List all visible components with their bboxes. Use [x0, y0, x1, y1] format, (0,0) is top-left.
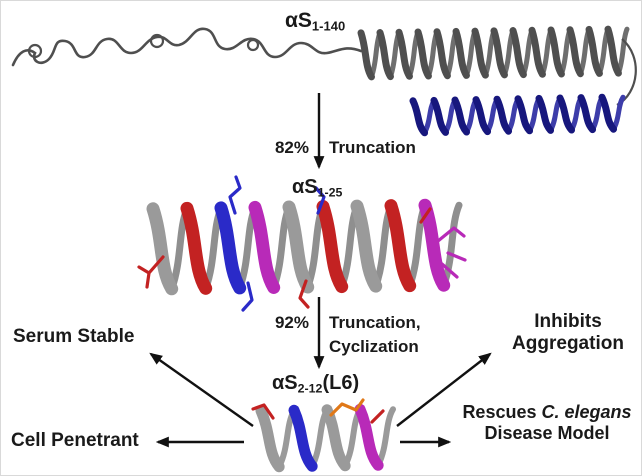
step2-percent: 92%: [274, 313, 309, 332]
outcome-inhibits-aggregation: Inhibits Aggregation: [495, 311, 641, 355]
rescues-line2: Disease Model: [484, 422, 610, 443]
step2-action-line1: Truncation,: [329, 313, 421, 332]
final-label-suffix: (L6): [322, 372, 360, 394]
full-length-label-prefix: αS: [285, 9, 312, 32]
cyclic-peptide-sidechains: [251, 398, 385, 424]
intermediate-label: αS1-25: [292, 176, 342, 200]
inhibits-line1: Inhibits: [534, 311, 602, 332]
step1-action: Truncation: [329, 138, 416, 157]
cyclic-peptide-structure: [255, 403, 396, 473]
inhibits-line2: Aggregation: [512, 332, 624, 354]
final-label: αS2-12(L6): [272, 372, 359, 396]
arrow-serum-stable: [149, 352, 254, 427]
rescues-line1: Rescues C. elegans: [451, 402, 641, 423]
blue-helix: [409, 93, 626, 137]
helix-1-25-structure: [146, 198, 463, 296]
disordered-chain: [11, 27, 363, 67]
arrows: [149, 93, 492, 448]
outcome-cell-penetrant: Cell Penetrant: [11, 430, 139, 451]
final-label-prefix: αS: [272, 372, 298, 394]
outcome-serum-stable: Serum Stable: [13, 326, 135, 347]
step1-percent: 82%: [274, 138, 309, 157]
full-length-label-subscript: 1-140: [311, 18, 346, 34]
step2-action-line2: Cyclization: [329, 337, 419, 356]
intermediate-label-subscript: 1-25: [317, 185, 343, 200]
helix-1-25-sidechains: [137, 175, 467, 312]
intermediate-label-prefix: αS: [292, 176, 318, 198]
outcome-rescues: Rescues C. elegans Disease Model: [451, 402, 641, 443]
rescues-prefix: Rescues: [462, 402, 537, 422]
arrow-inhibits-aggregation: [396, 352, 492, 427]
final-label-subscript: 2-12: [297, 381, 323, 396]
full-length-helix: [357, 25, 630, 81]
rescues-species: C. elegans: [541, 402, 632, 422]
full-length-label: αS1-140: [285, 9, 345, 35]
